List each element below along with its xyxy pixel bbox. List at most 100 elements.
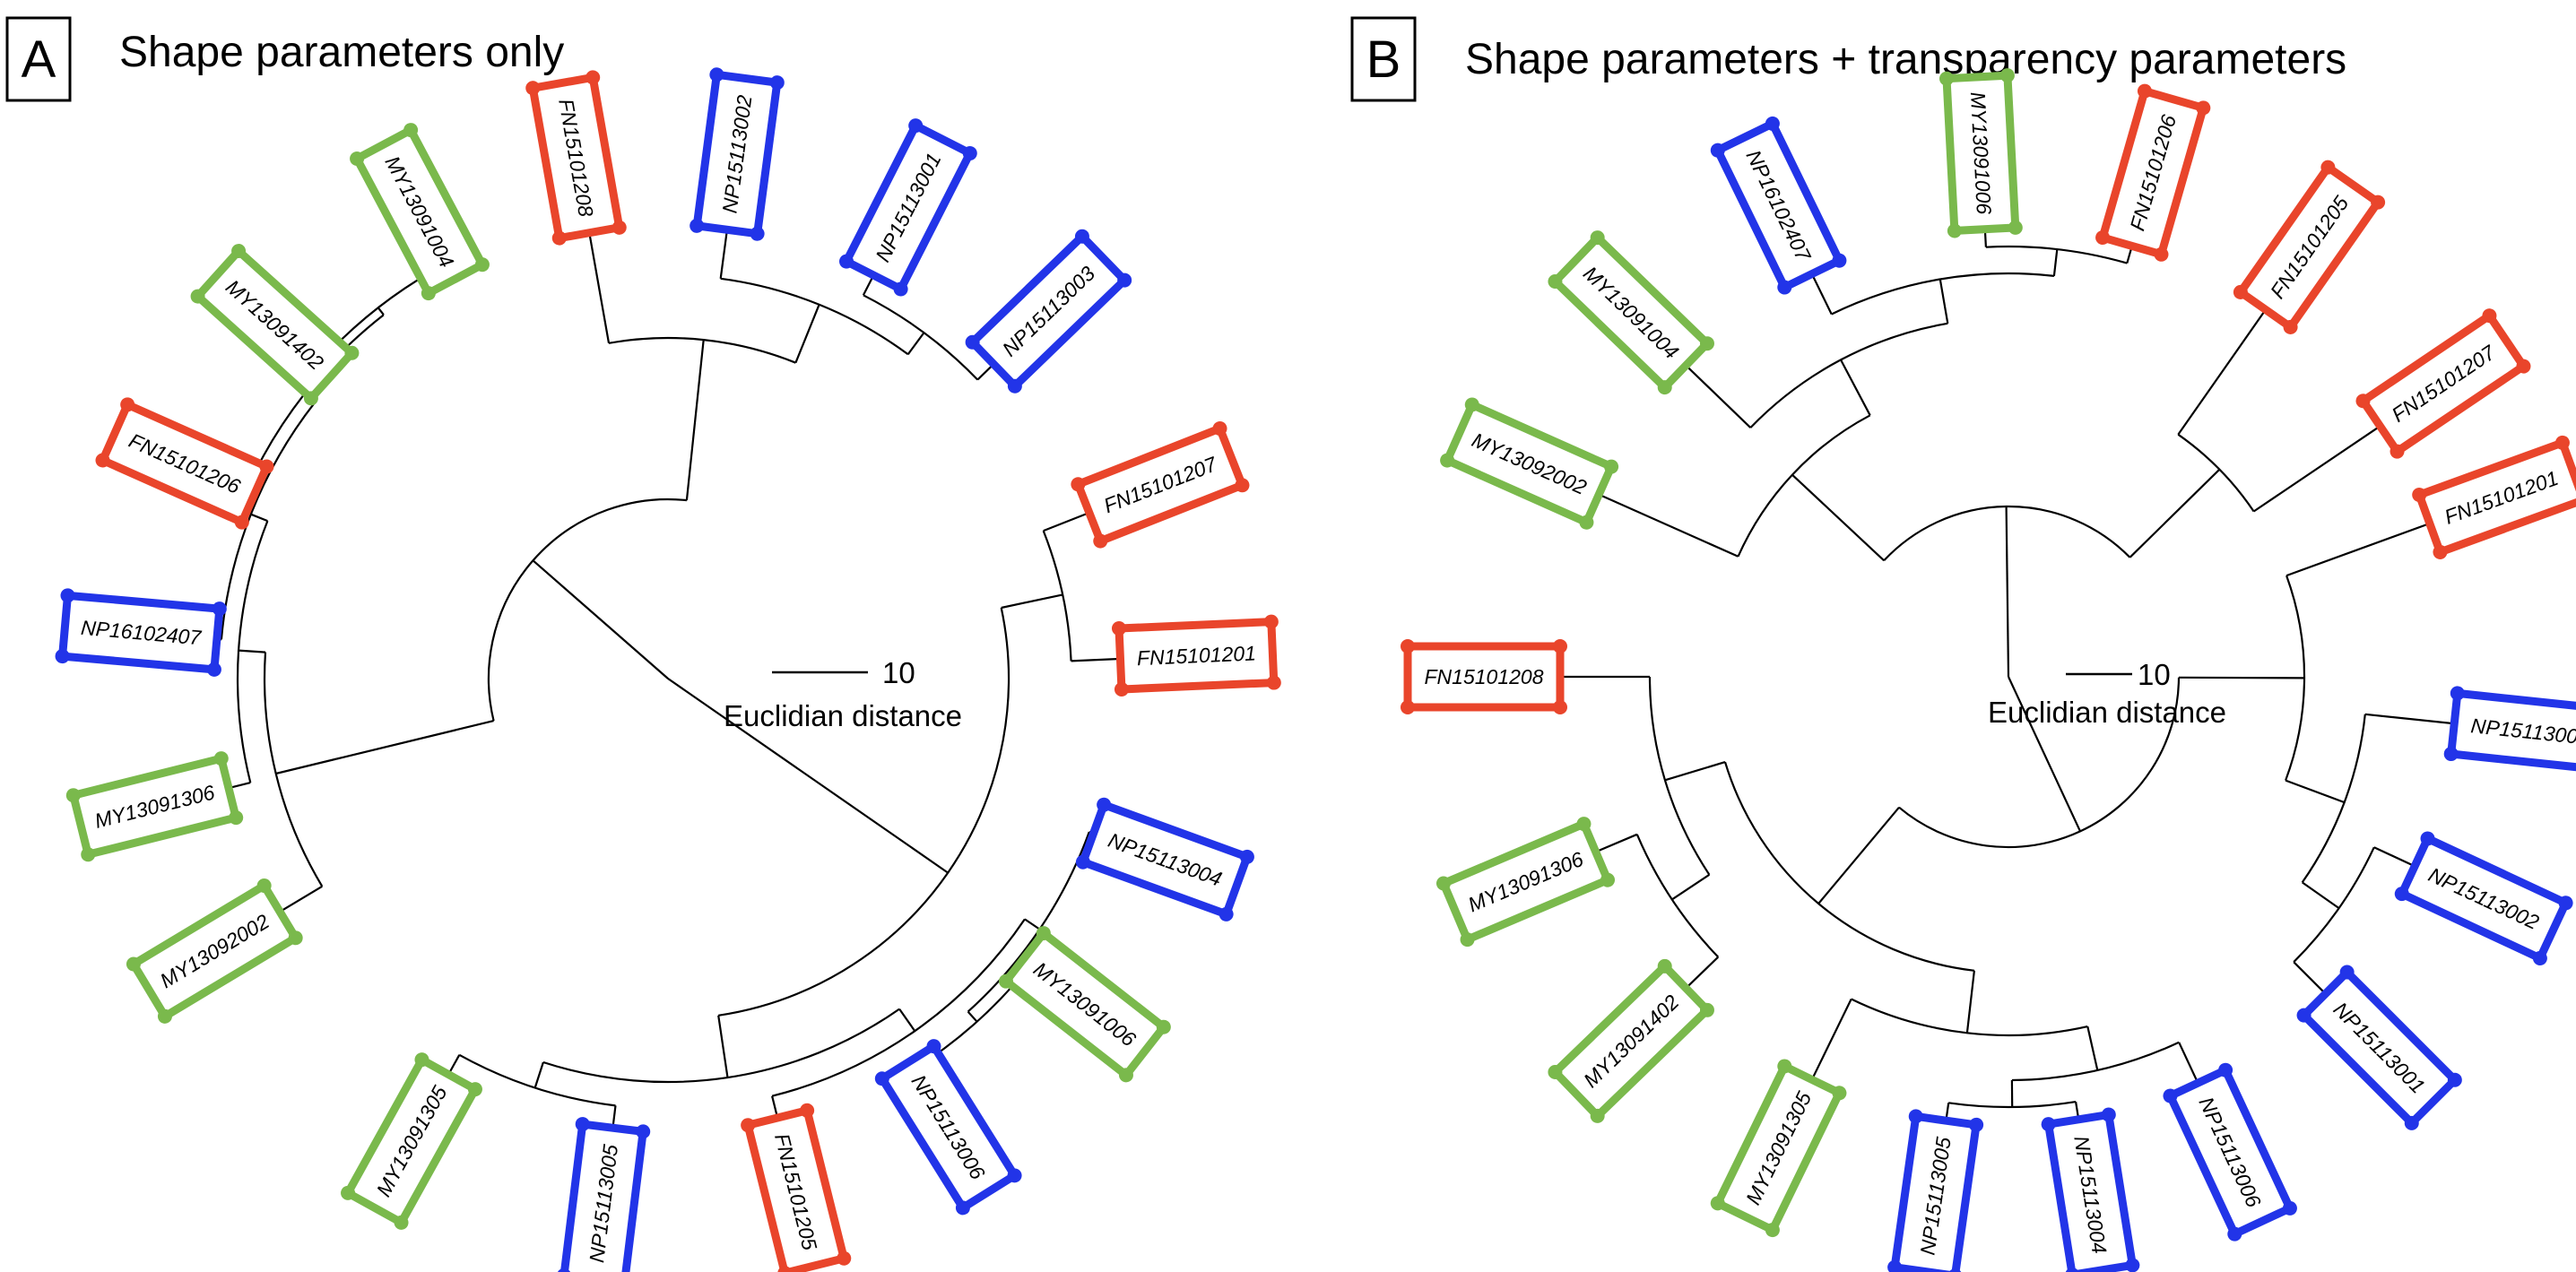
leaf-outline-box <box>354 127 485 296</box>
leaf-corner-dot <box>585 70 601 85</box>
leaf-corner-dot <box>213 751 229 766</box>
leaf-corner-dot <box>2196 100 2211 116</box>
leaf-corner-dot <box>1553 639 1567 653</box>
panel-0-leaf-FN15101201: FN15101201 <box>1111 614 1281 697</box>
leaf-corner-dot <box>1401 639 1415 653</box>
panel-a-title: Shape parameters only <box>119 29 564 76</box>
leaf-corner-dot <box>421 286 436 301</box>
leaf-corner-dot <box>1657 380 1672 395</box>
leaf-label: FN15101201 <box>1136 641 1256 670</box>
leaf-corner-dot <box>1699 336 1714 351</box>
leaf-outline-box <box>744 1107 847 1272</box>
leaf-corner-dot <box>1548 1064 1563 1079</box>
leaf-corner-dot <box>1777 1059 1792 1074</box>
leaf-outline-box <box>58 592 223 673</box>
panel-0-branch-54 <box>532 559 669 679</box>
leaf-corner-dot <box>95 453 110 468</box>
panel-a-letter-box <box>5 16 72 102</box>
panel-0-leaf-NP15113006: NP15113006 <box>874 1039 1022 1216</box>
leaf-corner-dot <box>2420 831 2435 846</box>
leaf-outline-box <box>2399 835 2569 961</box>
leaf-outline-box <box>195 249 354 401</box>
leaf-corner-dot <box>303 391 318 406</box>
leaf-corner-dot <box>965 334 980 350</box>
panel-1-leaf-FN15101205: FN15101205 <box>2233 160 2386 334</box>
leaf-corner-dot <box>1007 1168 1022 1183</box>
panel-a-letter: A <box>22 30 56 89</box>
leaf-outline-box <box>1553 964 1709 1118</box>
leaf-corner-dot <box>2447 1072 2462 1087</box>
leaf-outline-box <box>1075 426 1245 544</box>
leaf-corner-dot <box>60 588 75 603</box>
leaf-corner-dot <box>2532 950 2547 965</box>
leaf-corner-dot <box>1699 1002 1714 1017</box>
panel-0-branch-arc-18 <box>718 607 1010 1017</box>
leaf-corner-dot <box>206 662 221 677</box>
leaf-corner-dot <box>709 67 724 82</box>
leaf-corner-dot <box>893 281 908 297</box>
leaf-corner-dot <box>1464 397 1479 412</box>
leaf-corner-dot <box>474 257 490 273</box>
leaf-corner-dot <box>1832 253 1847 268</box>
leaf-corner-dot <box>2371 195 2386 210</box>
panel-1-leaf-NP16102407: NP16102407 <box>1710 116 1847 295</box>
leaf-corner-dot <box>1765 116 1780 131</box>
panel-b-leaves: FN15101201NP15113003NP15113002NP15113001… <box>1401 68 2576 1272</box>
leaf-corner-dot <box>2041 1117 2056 1132</box>
leaf-corner-dot <box>2516 359 2531 374</box>
leaf-outline-box <box>1715 1064 1842 1233</box>
leaf-corner-dot <box>2394 887 2409 902</box>
leaf-corner-dot <box>1219 906 1234 922</box>
leaf-corner-dot <box>2482 308 2497 324</box>
leaf-corner-dot <box>1887 1259 1903 1272</box>
panel-1-branch-26 <box>1664 761 1726 782</box>
panel-0-leaf-MY13091305: MY13091305 <box>341 1052 482 1230</box>
leaf-corner-dot <box>611 220 627 235</box>
panel-1-leaf-NP15113002: NP15113002 <box>2394 831 2573 965</box>
leaf-corner-dot <box>2095 230 2111 246</box>
panel-1-branch-5 <box>2302 881 2340 910</box>
leaf-corner-dot <box>2227 1226 2242 1242</box>
leaf-corner-dot <box>690 218 705 233</box>
leaf-corner-dot <box>126 956 141 972</box>
leaf-corner-dot <box>1579 515 1594 530</box>
leaf-corner-dot <box>288 930 303 946</box>
panel-1-leaf-MY13091006: MY13091006 <box>1939 68 2023 238</box>
leaf-corner-dot <box>2101 1107 2116 1122</box>
leaf-corner-dot <box>1097 797 1112 812</box>
leaf-corner-dot <box>2296 1008 2311 1023</box>
leaf-corner-dot <box>190 289 205 304</box>
leaf-corner-dot <box>341 1185 356 1200</box>
leaf-outline-box <box>1444 402 1614 525</box>
panel-1-leaf-NP15113004: NP15113004 <box>2041 1107 2140 1272</box>
leaf-corner-dot <box>65 788 81 803</box>
panel-1-leaf-FN15101206: FN15101206 <box>2095 83 2211 262</box>
panel-0-leaf-FN15101206: FN15101206 <box>95 397 274 530</box>
leaf-corner-dot <box>234 515 249 530</box>
leaf-corner-dot <box>414 1052 429 1068</box>
leaf-corner-dot <box>403 123 419 138</box>
leaf-corner-dot <box>1777 280 1792 295</box>
leaf-corner-dot <box>394 1215 409 1230</box>
leaf-corner-dot <box>800 1103 815 1118</box>
leaf-corner-dot <box>741 1118 756 1133</box>
leaf-outline-box <box>1441 821 1610 942</box>
leaf-corner-dot <box>1590 1108 1605 1123</box>
panel-0-leaf-NP15113001: NP15113001 <box>839 118 977 297</box>
panel-0-branch-arc-46 <box>608 336 796 364</box>
leaf-corner-dot <box>1071 477 1086 492</box>
leaf-corner-dot <box>750 226 765 241</box>
panel-1-branch-arc-24 <box>1723 761 1975 972</box>
leaf-corner-dot <box>1600 872 1616 887</box>
panel-0-branch-37 <box>238 649 266 653</box>
leaf-label: FN15101208 <box>1425 665 1544 688</box>
panel-0-branch-50 <box>336 720 494 760</box>
leaf-corner-dot <box>1074 229 1089 244</box>
panel-b: B Shape parameters + transparency parame… <box>1350 16 2576 1272</box>
panel-b-title: Shape parameters + transparency paramete… <box>1465 36 2346 83</box>
leaf-corner-dot <box>1075 854 1090 870</box>
panel-0-leaf-MY13092002: MY13092002 <box>126 878 303 1024</box>
leaf-corner-dot <box>1111 621 1126 636</box>
leaf-corner-dot <box>1460 932 1475 948</box>
leaf-corner-dot <box>2233 284 2248 299</box>
